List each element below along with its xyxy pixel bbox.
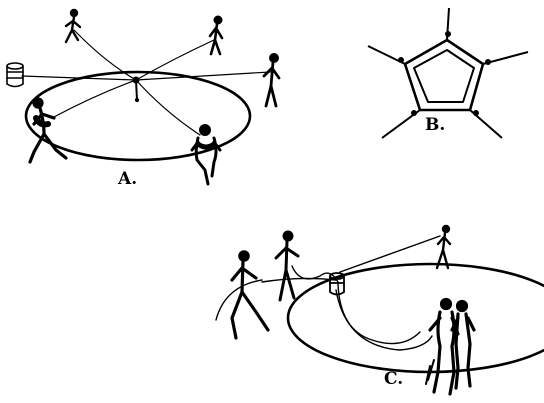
- panel-c-figures-foreground: [426, 300, 474, 395]
- panel-a-center-post: [133, 77, 139, 102]
- panel-c: [216, 226, 544, 394]
- panel-c-label: C.: [384, 369, 403, 389]
- panel-a-figure-top-right: [210, 17, 222, 54]
- panel-a-figure-bottom: [192, 126, 220, 185]
- panel-a-label: A.: [117, 169, 137, 189]
- panel-c-ropes: [216, 236, 440, 350]
- panel-c-ground-circle: [288, 264, 544, 372]
- panel-c-figure-left: [232, 252, 268, 338]
- panel-a-figure-left: [30, 99, 66, 162]
- panel-a-ropes: [22, 30, 270, 135]
- panel-a-barrel: [7, 63, 23, 87]
- panel-b-spokes: [368, 8, 528, 138]
- panel-b-inner-pentagon: [414, 50, 474, 102]
- panel-a-figure-right: [264, 54, 279, 106]
- panel-c-figure-middle: [276, 232, 298, 300]
- panel-b: [368, 8, 528, 138]
- panel-b-label: B.: [425, 115, 445, 135]
- panel-a: [7, 10, 279, 184]
- panel-a-figure-top-left: [66, 10, 80, 42]
- panel-c-figure-far: [437, 226, 450, 268]
- panel-b-vertex-figures: [398, 31, 491, 116]
